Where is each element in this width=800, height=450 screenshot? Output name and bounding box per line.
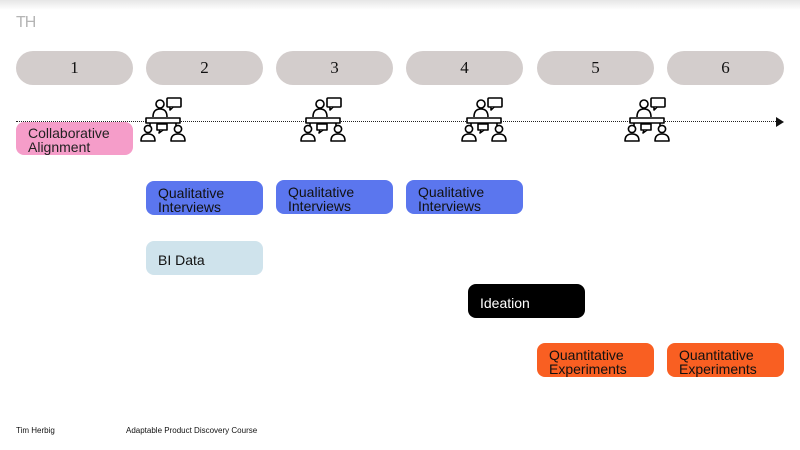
bi-data-box: BI Data: [146, 241, 263, 275]
step-2: 2: [146, 51, 263, 85]
quantitative-experiments-box-5: Quantitative Experiments: [537, 343, 654, 377]
meeting-icon: [300, 97, 346, 142]
ideation-label: Ideation: [480, 294, 530, 311]
qualitative-interviews-box-4: Qualitative Interviews: [406, 180, 523, 214]
collaborative-alignment-box: Collaborative Alignment: [16, 122, 133, 155]
logo: TH: [16, 14, 36, 31]
meeting-icon: [624, 97, 670, 142]
timeline-arrowhead: [776, 117, 784, 127]
quantitative-experiments-label: Quantitative Experiments: [679, 346, 757, 377]
collaborative-alignment-label: Collaborative Alignment: [28, 125, 110, 155]
qualitative-interviews-box-2: Qualitative Interviews: [146, 181, 263, 215]
step-1: 1: [16, 51, 133, 85]
qualitative-interviews-label: Qualitative Interviews: [288, 183, 355, 214]
footer-course: Adaptable Product Discovery Course: [126, 426, 258, 435]
step-4: 4: [406, 51, 523, 85]
qualitative-interviews-label: Qualitative Interviews: [158, 184, 225, 215]
qualitative-interviews-box-3: Qualitative Interviews: [276, 180, 393, 214]
ideation-box: Ideation: [468, 284, 585, 318]
qualitative-interviews-label: Qualitative Interviews: [418, 183, 485, 214]
bi-data-label: BI Data: [158, 251, 205, 268]
step-6: 6: [667, 51, 784, 85]
timeline-arrow: [16, 121, 778, 122]
meeting-icon: [140, 97, 186, 142]
step-3: 3: [276, 51, 393, 85]
top-shadow: [0, 0, 800, 10]
quantitative-experiments-label: Quantitative Experiments: [549, 346, 627, 377]
step-5: 5: [537, 51, 654, 85]
footer-author: Tim Herbig: [16, 426, 55, 435]
quantitative-experiments-box-6: Quantitative Experiments: [667, 343, 784, 377]
meeting-icon: [461, 97, 507, 142]
